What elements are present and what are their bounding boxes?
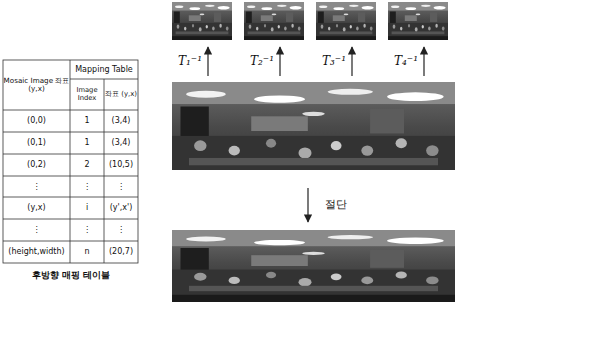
table-header-text: Mosaic Image 좌표(y,x) (3, 77, 70, 94)
table-cell: (0,2) (4, 154, 69, 176)
table-cell: ⋮ (71, 219, 103, 241)
transform-label: T₃⁻¹ (320, 52, 348, 72)
table-cell-text: (height,width) (8, 247, 64, 256)
table-cell-text: (0,1) (27, 138, 46, 147)
cropped-photo (172, 230, 455, 302)
table-cell-text: (20,7) (109, 247, 133, 256)
table-cell-text: (y',x') (110, 203, 133, 212)
table-cell-text: (y,x) (27, 203, 45, 212)
table-cell-text: 1 (84, 116, 89, 125)
table-cell: n (71, 241, 103, 263)
source-photo (388, 2, 448, 40)
table-cell: 1 (71, 110, 103, 132)
transform-label-text: T₃⁻¹ (322, 55, 346, 69)
table-cell-text: 1 (84, 138, 89, 147)
step-label-text: 절단 (325, 199, 347, 212)
table-header: 좌표 (y,x) (104, 79, 138, 110)
caption: 후방향 매핑 테이블 (0, 266, 142, 284)
table-header: Image Index (70, 79, 104, 110)
table-header-text: Image Index (70, 87, 104, 103)
table-cell-text: (3,4) (112, 116, 131, 125)
table-cell: ⋮ (4, 219, 69, 241)
table-cell: (y',x') (105, 197, 137, 219)
table-grid (3, 60, 138, 263)
table-cell: 2 (71, 154, 103, 176)
table-cell: (0,0) (4, 110, 69, 132)
transform-label: T₂⁻¹ (248, 52, 276, 72)
table-cell: (3,4) (105, 110, 137, 132)
mosaic-border (172, 170, 455, 180)
table-cell-text: ⋮ (117, 182, 125, 191)
table-cell: 1 (71, 132, 103, 154)
table-cell-text: ⋮ (33, 225, 41, 234)
source-photo (172, 2, 232, 40)
table-cell-text: ⋮ (83, 182, 91, 191)
table-header: Mosaic Image 좌표(y,x) (3, 60, 70, 110)
table-cell: ⋮ (71, 176, 103, 197)
table-cell-text: ⋮ (83, 225, 91, 234)
mosaic-photo (172, 82, 455, 180)
table-cell: (3,4) (105, 132, 137, 154)
table-cell: (10,5) (105, 154, 137, 176)
source-photo (244, 2, 304, 40)
transform-label-text: T₄⁻¹ (394, 55, 418, 69)
table-cell: (20,7) (105, 241, 137, 263)
transform-label-text: T₂⁻¹ (250, 55, 274, 69)
table-cell-text: n (84, 247, 89, 256)
transform-label: T₄⁻¹ (392, 52, 420, 72)
table-cell-text: (0,2) (27, 160, 46, 169)
table-cell: (height,width) (4, 241, 69, 263)
table-cell-text: 2 (84, 160, 89, 169)
step-label: 절단 (316, 196, 356, 214)
table-cell-text: i (86, 203, 88, 212)
table-cell-text: (0,0) (27, 116, 46, 125)
table-cell-text: (10,5) (109, 160, 133, 169)
table-cell-text: ⋮ (33, 182, 41, 191)
table-cell: (y,x) (4, 197, 69, 219)
mapping-arrows (208, 47, 424, 222)
table-cell-text: ⋮ (117, 225, 125, 234)
source-photo (316, 2, 376, 40)
transform-label: T₁⁻¹ (176, 52, 204, 72)
table-header-text: Mapping Table (75, 65, 133, 74)
table-cell: ⋮ (105, 219, 137, 241)
table-cell: (0,1) (4, 132, 69, 154)
transform-label-text: T₁⁻¹ (178, 55, 202, 69)
table-cell-text: (3,4) (112, 138, 131, 147)
caption-text: 후방향 매핑 테이블 (32, 270, 110, 280)
table-cell: ⋮ (4, 176, 69, 197)
table-header: Mapping Table (70, 60, 138, 79)
table-cell: i (71, 197, 103, 219)
table-cell: ⋮ (105, 176, 137, 197)
table-header-text: 좌표 (y,x) (105, 91, 137, 99)
